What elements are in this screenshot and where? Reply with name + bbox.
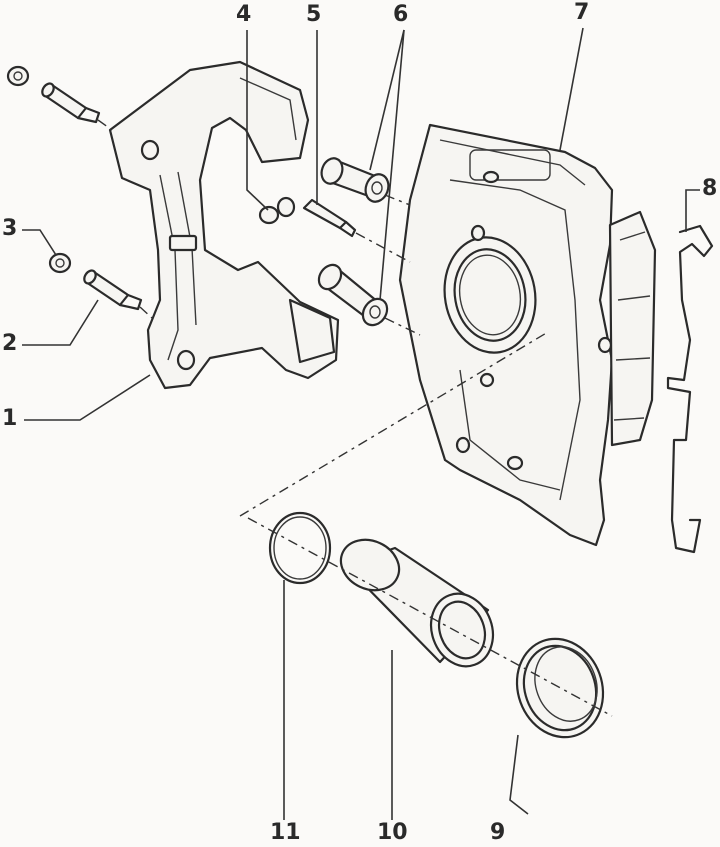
leader-6b <box>379 29 405 301</box>
part-6-guide-bushing-upper <box>320 157 390 203</box>
callout-1: 1 <box>2 406 18 431</box>
part-2-guide-bolt-lower <box>83 269 143 311</box>
leader-lines <box>22 27 700 820</box>
callout-4: 4 <box>236 2 252 27</box>
part-6-guide-bushing-lower <box>317 263 389 327</box>
part-10-piston <box>339 538 495 668</box>
part-9-dust-boot <box>515 637 605 739</box>
callout-2: 2 <box>2 331 18 356</box>
callout-11: 11 <box>270 820 301 845</box>
leader-7 <box>559 27 584 151</box>
leader-4 <box>246 30 269 211</box>
callout-9: 9 <box>490 820 506 845</box>
leader-6a <box>369 29 405 171</box>
callout-10: 10 <box>377 820 408 845</box>
leader-2 <box>22 299 99 346</box>
callout-8: 8 <box>702 176 718 201</box>
leader-3 <box>22 229 57 256</box>
part-2-guide-bolt-upper <box>41 82 101 124</box>
part-1-carrier-bracket <box>108 60 340 390</box>
part-5-bleed-screw <box>302 198 357 238</box>
part-7-caliper-housing <box>398 123 657 547</box>
leader-1 <box>24 374 151 421</box>
leader-8 <box>685 189 700 232</box>
part-3-cap-upper <box>6 65 30 87</box>
callout-5: 5 <box>306 2 322 27</box>
part-4-bleed-cap <box>258 196 296 225</box>
part-8-spring-clip <box>666 224 714 554</box>
part-11-sealing-ring <box>268 511 332 585</box>
callout-6: 6 <box>393 2 409 27</box>
leader-9 <box>509 734 529 815</box>
callout-3: 3 <box>2 216 18 241</box>
part-3-cap-lower <box>48 252 72 274</box>
callout-7: 7 <box>574 0 590 25</box>
